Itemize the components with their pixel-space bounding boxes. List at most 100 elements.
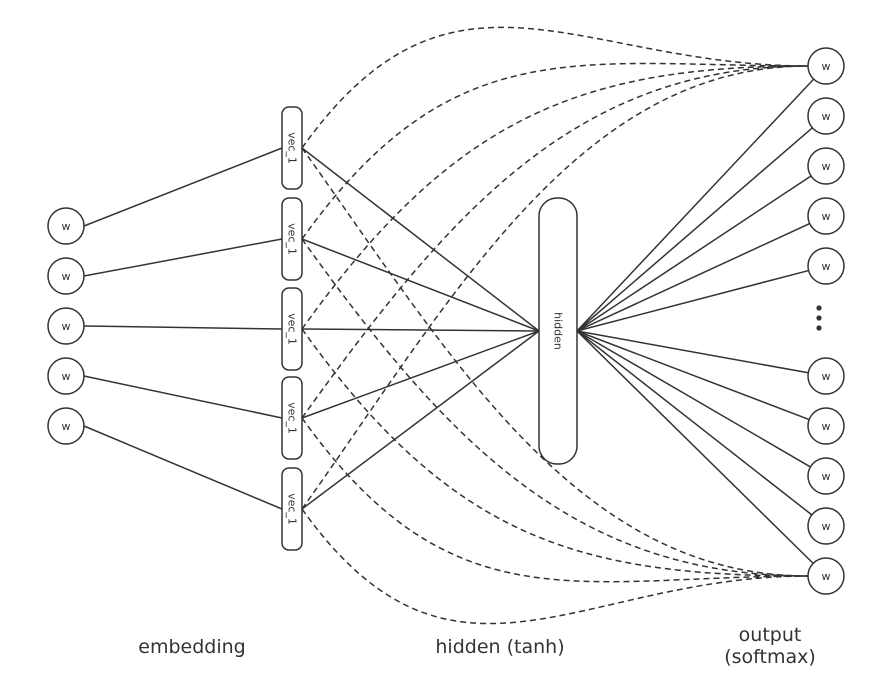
output-node-label: w	[822, 260, 831, 273]
output-node-circle	[807, 457, 845, 495]
edge-hidden-output	[576, 269, 809, 332]
input-node-circle	[47, 357, 85, 395]
edge-hidden-output	[576, 330, 810, 421]
edge-embedding-hidden	[301, 147, 540, 332]
embedding-node-label: vec_1	[286, 493, 299, 525]
skip-edge-to-bottom-output	[301, 328, 809, 577]
embedding-node: vec_1	[281, 467, 303, 551]
input-node-circle	[47, 407, 85, 445]
input-node: w	[47, 407, 85, 445]
output-node-circle	[807, 357, 845, 395]
input-node-circle	[47, 257, 85, 295]
edge-input-embedding	[83, 238, 283, 277]
ellipsis-dot	[816, 315, 822, 321]
embedding-node-box	[281, 467, 303, 551]
edge-hidden-output	[576, 127, 813, 332]
edge-input-embedding	[83, 425, 283, 510]
output-node: w	[807, 97, 845, 135]
edge-hidden-output	[576, 330, 813, 516]
output-node-label: w	[822, 520, 831, 533]
input-node-circle	[47, 207, 85, 245]
caption-hidden: hidden (tanh)	[435, 636, 565, 658]
skip-edge-to-top-output	[301, 65, 809, 419]
nodes: wwwwwvec_1vec_1vec_1vec_1vec_1hiddenwwww…	[47, 47, 845, 595]
embedding-node: vec_1	[281, 106, 303, 190]
output-node-label: w	[822, 370, 831, 383]
output-node: w	[807, 407, 845, 445]
ellipsis-dot	[816, 305, 822, 311]
edge-input-embedding	[83, 147, 283, 227]
skip-edge-to-bottom-output	[301, 238, 809, 577]
skip-edge-to-top-output	[301, 65, 809, 330]
edge-embedding-hidden	[301, 330, 540, 510]
output-node: w	[807, 357, 845, 395]
embedding-node-box	[281, 287, 303, 371]
edge-embedding-hidden	[301, 328, 540, 332]
output-node-label: w	[822, 60, 831, 73]
embedding-node-box	[281, 376, 303, 460]
skip-edge-to-bottom-output	[301, 417, 809, 583]
edge-hidden-output	[576, 78, 815, 332]
input-node-label: w	[62, 270, 71, 283]
embedding-node: vec_1	[281, 376, 303, 460]
output-node: w	[807, 507, 845, 545]
embedding-node-label: vec_1	[286, 402, 299, 434]
output-node: w	[807, 147, 845, 185]
output-node-label: w	[822, 470, 831, 483]
caption-output: output (softmax)	[710, 624, 830, 668]
input-node: w	[47, 207, 85, 245]
embedding-node: vec_1	[281, 287, 303, 371]
output-node-circle	[807, 507, 845, 545]
output-node: w	[807, 47, 845, 85]
input-node: w	[47, 307, 85, 345]
skip-edge-to-top-output	[301, 65, 809, 510]
embedding-node-box	[281, 106, 303, 190]
embedding-node-label: vec_1	[286, 132, 299, 164]
edge-hidden-output	[576, 222, 810, 332]
embedding-node: vec_1	[281, 197, 303, 281]
output-node-circle	[807, 557, 845, 595]
embedding-node-label: vec_1	[286, 223, 299, 255]
hidden-node-box	[538, 197, 578, 465]
output-node-label: w	[822, 110, 831, 123]
ellipsis-dot	[816, 325, 822, 331]
caption-output-line1: output	[738, 624, 802, 646]
edge-input-embedding	[83, 325, 283, 330]
output-node-circle	[807, 147, 845, 185]
output-node: w	[807, 197, 845, 235]
output-node-label: w	[822, 420, 831, 433]
input-node-label: w	[62, 320, 71, 333]
output-node-circle	[807, 407, 845, 445]
output-node: w	[807, 557, 845, 595]
skip-edge-to-bottom-output	[301, 508, 809, 625]
edge-embedding-hidden	[301, 238, 540, 332]
input-node-label: w	[62, 220, 71, 233]
input-node-label: w	[62, 370, 71, 383]
edge-hidden-output	[576, 330, 809, 374]
hidden-node-label: hidden	[552, 312, 565, 350]
output-node-circle	[807, 47, 845, 85]
edge-hidden-output	[576, 330, 814, 564]
output-ellipsis: ⋮	[816, 305, 822, 331]
output-node: w	[807, 457, 845, 495]
output-node: w	[807, 247, 845, 285]
edges	[83, 26, 815, 625]
embedding-node-label: vec_1	[286, 313, 299, 345]
hidden-node: hidden	[538, 197, 578, 465]
caption-output-line2: (softmax)	[724, 646, 816, 668]
output-node-label: w	[822, 160, 831, 173]
edge-hidden-output	[576, 330, 811, 468]
output-node-circle	[807, 247, 845, 285]
skip-edge-to-top-output	[301, 26, 809, 149]
output-node-circle	[807, 197, 845, 235]
embedding-node-box	[281, 197, 303, 281]
input-node-label: w	[62, 420, 71, 433]
output-node-circle	[807, 97, 845, 135]
input-node-circle	[47, 307, 85, 345]
output-node-label: w	[822, 210, 831, 223]
edge-hidden-output	[576, 175, 812, 332]
output-node-label: w	[822, 570, 831, 583]
caption-embedding: embedding	[138, 636, 246, 658]
input-node: w	[47, 257, 85, 295]
